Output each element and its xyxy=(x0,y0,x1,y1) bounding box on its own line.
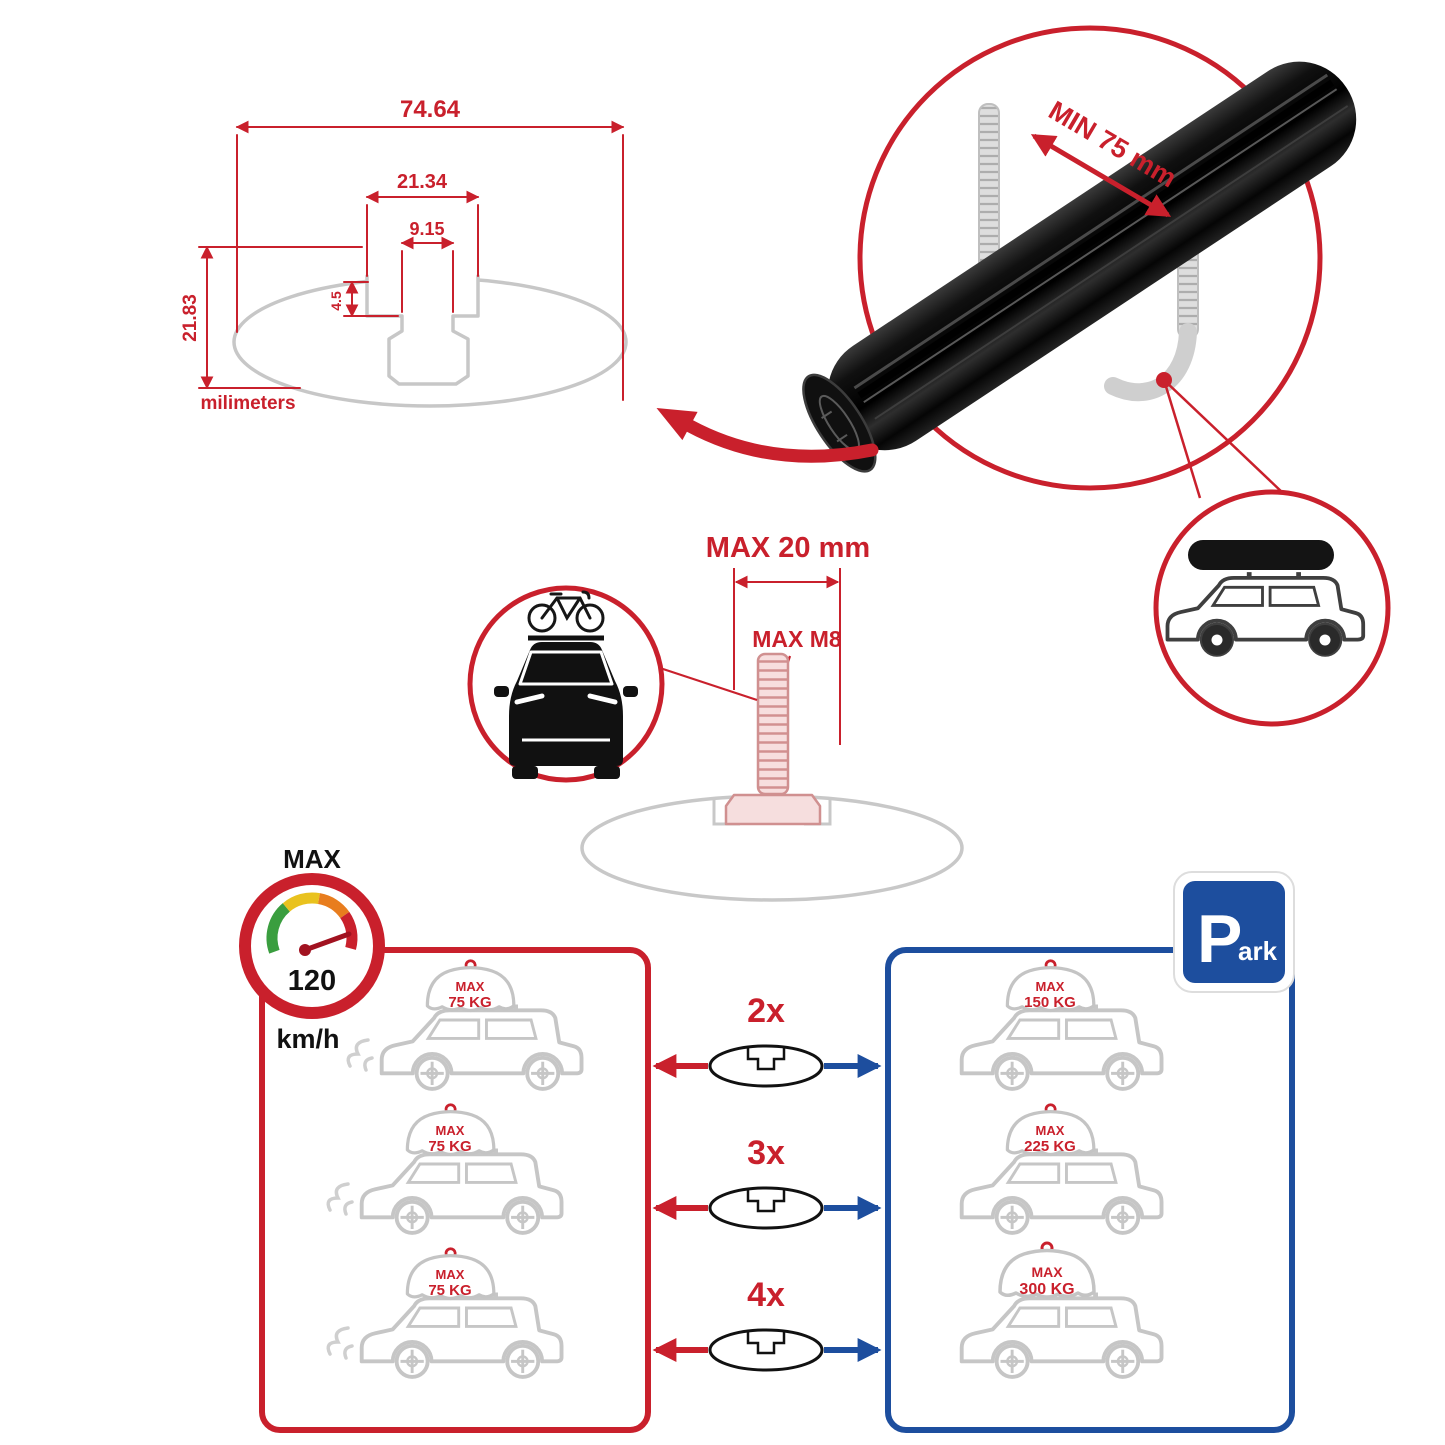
parking-sign: P ark xyxy=(1173,871,1295,993)
min-clamp-arrow xyxy=(1030,133,1172,218)
crossbar-section-slot-2 xyxy=(746,1189,786,1213)
parking-car-1-weight: 150 KG xyxy=(1024,994,1076,1011)
speed-units: km/h xyxy=(276,1024,339,1054)
cross-section-dimension-diagram: 74.64 21.34 9.15 4.5 21.83 milimeters xyxy=(180,96,879,463)
speed-value: 120 xyxy=(288,965,336,997)
speed-limit-badge: MAX 120 km/h xyxy=(239,844,385,1054)
crossbar-groove-edge xyxy=(863,88,1338,404)
bike-rear-wheel xyxy=(575,603,605,633)
bolt-max-thread-label: MAX M8 xyxy=(752,626,842,652)
bolt-spec-diagram: MAX 20 mm MAX M8 xyxy=(467,532,964,902)
crossbar-side-highlight xyxy=(874,105,1349,420)
profile-t-slot xyxy=(365,274,480,386)
parking-sign-suffix: ark xyxy=(1238,936,1278,966)
crossbar-detail-view: MIN 75 mm xyxy=(802,25,1357,499)
car-mirror-right xyxy=(623,686,638,697)
parking-car-2-weight: 225 KG xyxy=(1024,1138,1076,1155)
parking-car-2-max: MAX xyxy=(1036,1123,1065,1138)
driving-car-2-max: MAX xyxy=(436,1123,465,1138)
crossbar-section-slot-1 xyxy=(746,1047,786,1071)
driving-car-1-max: MAX xyxy=(456,979,485,994)
speedometer-needle-hub xyxy=(299,944,311,956)
dim-units-label: milimeters xyxy=(200,393,295,414)
car-wheel-right xyxy=(594,766,620,779)
callout-line-right xyxy=(1163,379,1285,495)
callout-line-left xyxy=(1162,379,1202,499)
driving-car-2-weight: 75 KG xyxy=(428,1138,471,1155)
bike-on-car-icon xyxy=(494,590,638,779)
bike-frame xyxy=(540,590,592,622)
driving-car-3-max: MAX xyxy=(436,1267,465,1282)
speedometer-needle xyxy=(302,931,352,953)
crossbar-section-icon-2 xyxy=(708,1186,824,1230)
driving-car-1-weight: 75 KG xyxy=(448,994,491,1011)
crossbar-section-slot-3 xyxy=(746,1331,786,1355)
car-headlights xyxy=(514,693,618,705)
bike-circle-leader-line xyxy=(659,666,758,702)
dim-total-height: 21.83 xyxy=(180,294,201,342)
speed-max-label: MAX xyxy=(283,844,341,874)
roof-box-icon xyxy=(1188,540,1334,570)
speedometer-gauge-arcs xyxy=(266,892,358,954)
parking-car-3-weight: 300 KG xyxy=(1019,1281,1074,1298)
bolt-threaded-rod-icon xyxy=(756,652,790,796)
section-pointer-arrowhead xyxy=(656,408,698,441)
multiplier-label-2x: 2x xyxy=(747,992,785,1030)
bolt-dimension-lines xyxy=(733,568,841,745)
dim-slot-depth: 4.5 xyxy=(328,291,344,311)
multiplier-label-3x: 3x xyxy=(747,1134,785,1172)
suv-front-hub xyxy=(1211,634,1223,646)
parking-car-3-max: MAX xyxy=(1031,1264,1063,1280)
dim-slot-inner-width: 9.15 xyxy=(409,219,444,239)
dim-total-width: 74.64 xyxy=(400,96,461,123)
bike-front-wheel xyxy=(527,603,557,633)
car-mirror-left xyxy=(494,686,509,697)
car-windshield xyxy=(518,650,614,686)
multiplier-label-4x: 4x xyxy=(747,1276,785,1314)
section-pointer-arrow xyxy=(683,419,879,463)
crossbar-body xyxy=(827,61,1357,451)
crossbar-multiplier-rows: 2x 3x 4x xyxy=(652,992,882,1372)
parking-sign-letter: P xyxy=(1197,901,1242,977)
parking-load-panel: MAX 150 KG MAX 225 KG MAX 300 KG xyxy=(885,947,1295,1433)
crossbar-section-icon-1 xyxy=(708,1044,824,1088)
bolt-max-length-label: MAX 20 mm xyxy=(706,532,870,564)
crossbar-3d-icon xyxy=(802,61,1357,473)
driving-load-panel: MAX 75 KG MAX 75 KG MAX 75 KG xyxy=(259,947,651,1433)
parking-sign-board xyxy=(1183,881,1285,983)
bolt-t-nut-icon xyxy=(724,793,822,826)
crossbar-end-slot xyxy=(821,410,848,443)
dimension-lines xyxy=(198,120,625,401)
car-wheel-left xyxy=(512,766,538,779)
roofbox-car-view xyxy=(1153,489,1391,727)
crossbar-groove-highlight xyxy=(853,73,1329,390)
driving-car-3-weight: 75 KG xyxy=(428,1282,471,1299)
suv-rear-hub xyxy=(1319,634,1331,646)
crossbar-groove xyxy=(857,79,1335,399)
parking-car-1-max: MAX xyxy=(1036,979,1065,994)
crossbar-section-icon-3 xyxy=(708,1328,824,1372)
dim-slot-outer-width: 21.34 xyxy=(397,171,448,193)
